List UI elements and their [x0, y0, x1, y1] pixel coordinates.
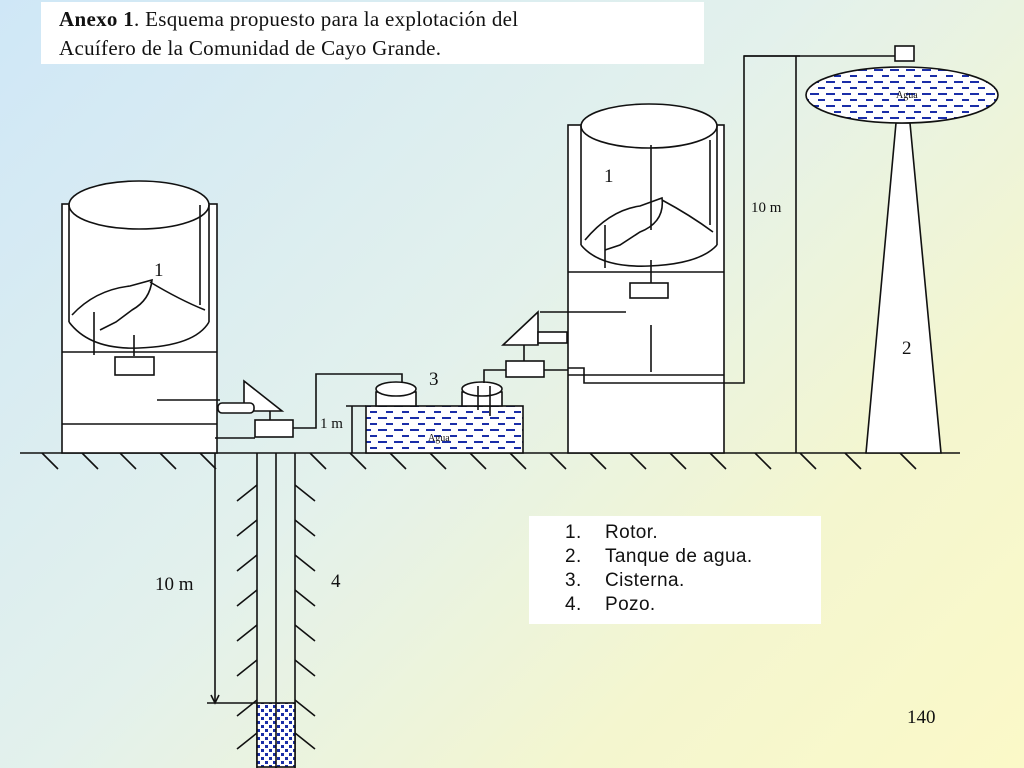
label-tank: 2 [902, 338, 912, 359]
legend: 1.Rotor. 2.Tanque de agua. 3.Cisterna. 4… [529, 516, 821, 624]
label-cistern: 3 [429, 369, 439, 390]
label-rotor-left: 1 [154, 260, 164, 281]
label-water-tank: Agua [896, 90, 918, 101]
cistern [365, 381, 524, 454]
label-water-cistern: Agua [428, 433, 450, 444]
cistern-height-dimension [346, 405, 366, 453]
rotor-right [540, 103, 725, 454]
caption-line1: . Esquema propuesto para la explotación … [134, 7, 519, 31]
rotor-left [61, 180, 220, 454]
pump-left [215, 373, 403, 439]
page-number: 140 [907, 707, 936, 728]
tank-height-dimension [744, 55, 800, 453]
label-cistern-height: 1 m [320, 416, 343, 432]
legend-item: 1.Rotor. [565, 522, 659, 543]
label-rotor-right: 1 [604, 166, 614, 187]
legend-item: 4.Pozo. [565, 594, 656, 615]
caption-line2: Acuífero de la Comunidad de Cayo Grande. [59, 36, 442, 60]
label-tank-height: 10 m [751, 200, 782, 216]
label-well: 4 [331, 571, 341, 592]
caption-prefix: Anexo 1 [59, 7, 135, 31]
well-depth-dimension [207, 453, 257, 705]
legend-item: 3.Cisterna. [565, 570, 685, 591]
label-well-depth: 10 m [155, 574, 194, 595]
legend-item: 2.Tanque de agua. [565, 546, 753, 567]
water-tank [805, 45, 999, 454]
well [236, 453, 316, 768]
ground-line [20, 452, 960, 470]
figure-caption: Anexo 1. Esquema propuesto para la explo… [41, 2, 704, 64]
